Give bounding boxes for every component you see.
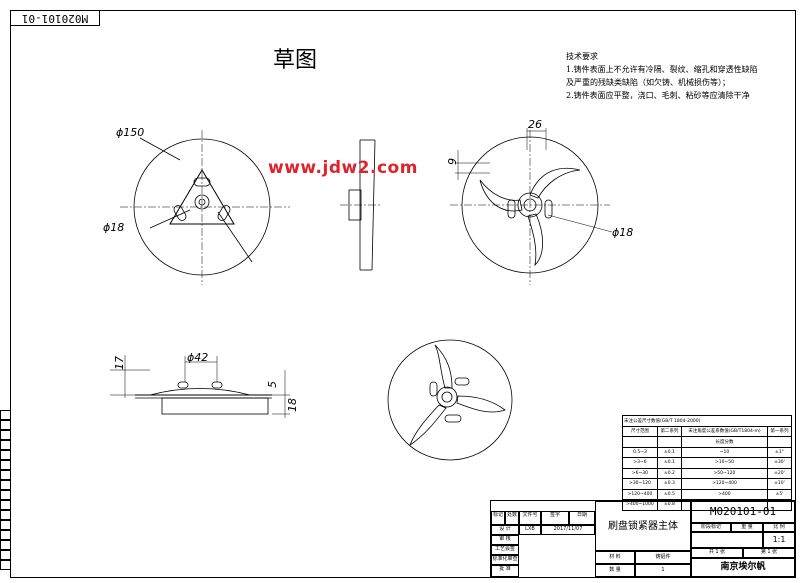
quantity-label: 数 量 [595, 564, 635, 577]
title-block-cell: 阶段标记 [691, 523, 731, 532]
title-block-cell: 文件号 [519, 511, 541, 525]
tolerance-cell: ±0.5 [656, 488, 682, 500]
tolerance-cell: ±0.2 [656, 467, 682, 479]
tolerance-cell: ±0.1 [656, 446, 682, 458]
dimension-26: 26 [528, 118, 542, 131]
front-view [120, 130, 290, 285]
sheet-total: 共 1 张 [691, 548, 743, 558]
material-label: 材 料 [595, 551, 635, 564]
table-row: 0.5~3 ±0.1 ~10 ±1° [622, 446, 793, 458]
tolerance-cell: ±0.3 [656, 478, 682, 490]
tolerance-cell: >120~400 [680, 478, 768, 490]
left-margin-table [0, 410, 10, 578]
table-row: >120~400 ±0.5 >400 ±5' [622, 488, 793, 500]
dimension-d18: ϕ18 [103, 221, 125, 234]
requirements-heading: 技术要求 [566, 52, 598, 61]
tolerance-cell: ±0.1 [656, 457, 682, 469]
dimension-18: 18 [286, 398, 299, 412]
tolerance-col: 第一系列 [766, 425, 793, 437]
page-title: 草图 [273, 48, 318, 73]
design-date: 2017/11/07 [541, 525, 595, 535]
title-block-cell: 标准化审查 [491, 555, 519, 565]
quantity-value: 1 [635, 564, 691, 577]
tolerance-cell: ±10' [766, 478, 793, 490]
tolerance-col: 尺寸范围 [622, 425, 658, 437]
table-row: >30~120 ±0.3 >120~400 ±10' [622, 478, 793, 490]
material-value: 铸铝件 [635, 551, 691, 564]
company-name: 南京埃尔帆 [691, 558, 795, 577]
tolerance-header: 未注公差尺寸数值(GB/T 1804-2000) [622, 415, 792, 427]
table-row: >6~30 ±0.2 >50~120 ±20' [622, 467, 793, 479]
tolerance-col: 长度分数 [680, 436, 768, 448]
requirement-line: 2.铸件表面应平整，浇口、毛刺、粘砂等应清除干净 [566, 91, 750, 100]
title-block-cell: 处数 [505, 511, 519, 525]
tolerance-cell: >30~120 [622, 478, 658, 490]
side-view [340, 139, 380, 271]
table-row: >3~6 ±0.1 >10~50 ±30' [622, 457, 793, 469]
isometric-view [387, 339, 513, 461]
tolerance-cell: >50~120 [680, 467, 768, 479]
dimension-17: 17 [113, 356, 126, 370]
tolerance-col: 第二系列 [656, 425, 682, 437]
tolerance-cell: ±30' [766, 457, 793, 469]
tolerance-table: 未注公差尺寸数值(GB/T 1804-2000) 尺寸范围 第二系列 未注角度公… [622, 415, 793, 511]
stage-marks [691, 532, 763, 548]
tolerance-cell: ±1° [766, 446, 793, 458]
tolerance-cell: >6~30 [622, 467, 658, 479]
rear-view [450, 128, 613, 285]
requirement-line: 及严重的残缺类缺陷（如欠铸、机械损伤等）； [566, 78, 730, 87]
tolerance-cell: >400 [680, 488, 768, 500]
title-block-cell: 签字 [541, 511, 569, 525]
watermark: www.jdw2.com [268, 158, 418, 178]
tolerance-cell: >10~50 [680, 457, 768, 469]
technical-requirements: 技术要求 1.铸件表面上不允许有冷隔、裂纹、缩孔和穿透性缺陷 及严重的残缺类缺陷… [566, 50, 791, 102]
part-name: 刷盘锁紧器主体 [595, 501, 691, 551]
tolerance-col: 未注角度公差系数值(GB/T1804-m) [680, 425, 768, 437]
title-block: 标记 处数 文件号 签字 日期 设 计 LXB 2017/11/07 审 核 工… [490, 500, 796, 578]
tolerance-cell: >120~400 [622, 488, 658, 500]
title-block-cell: 设 计 [491, 525, 519, 535]
title-block-cell: 工艺会签 [491, 545, 519, 555]
tolerance-cell: >3~6 [622, 457, 658, 469]
drawing-frame [10, 10, 796, 578]
title-block-cell: 审 核 [491, 535, 519, 545]
drawing-number: M020101-01 [691, 501, 795, 523]
designer: LXB [519, 525, 541, 535]
title-block-cell: 重 量 [731, 523, 763, 532]
tolerance-cell: ~10 [680, 446, 768, 458]
tolerance-cell: ±5' [766, 488, 793, 500]
table-row: >400~1000 ±0.8 [622, 499, 793, 511]
tolerance-cell [766, 499, 793, 511]
tolerance-cell: ±20' [766, 467, 793, 479]
title-block-cell: 比 例 [763, 523, 795, 532]
title-block-cell: 日期 [569, 511, 595, 525]
dimension-d18-rear: ϕ18 [612, 226, 634, 239]
dimension-d42: ϕ42 [187, 351, 209, 364]
scale-value: 1:1 [763, 532, 795, 548]
dimension-5: 5 [266, 381, 279, 388]
sheet-number: 第 1 张 [743, 548, 795, 558]
dimension-d150: ϕ150 [116, 126, 145, 139]
dimension-9: 9 [446, 158, 459, 165]
requirement-line: 1.铸件表面上不允许有冷隔、裂纹、缩孔和穿透性缺陷 [566, 65, 758, 74]
tolerance-cell: 0.5~3 [622, 446, 658, 458]
title-block-cell: 标记 [491, 511, 505, 525]
title-block-cell: 批 准 [491, 565, 519, 577]
section-view [110, 355, 290, 418]
